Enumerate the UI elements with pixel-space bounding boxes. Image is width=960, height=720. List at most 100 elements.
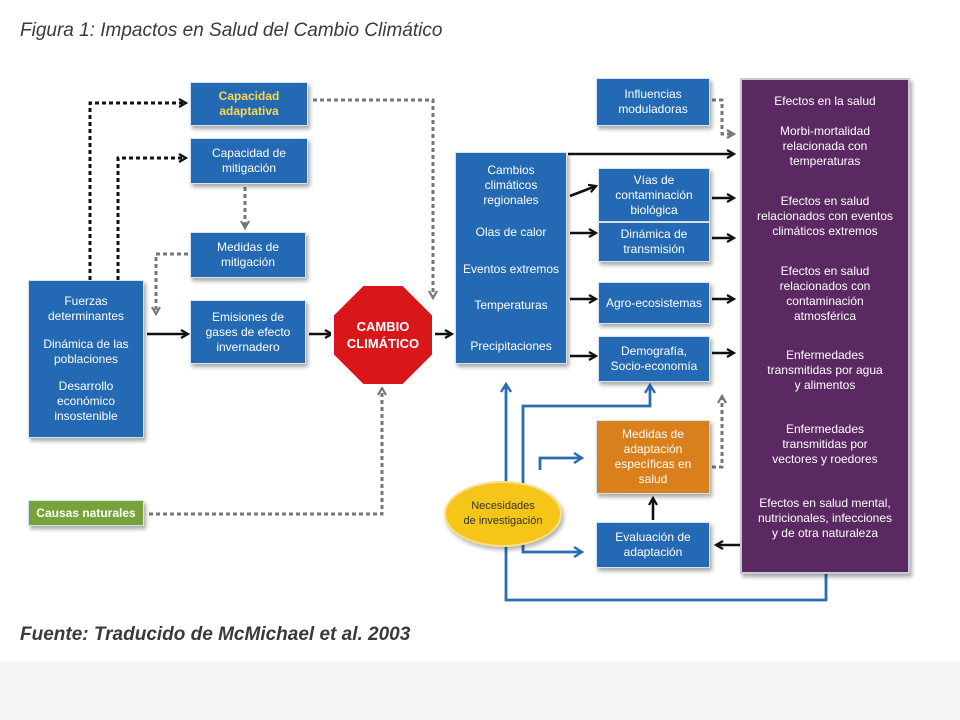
temperaturas-label: Temperaturas [474, 298, 548, 312]
arrow-fuerzas-capacidad-mitigacion [116, 158, 186, 280]
arrow-causas-cambio [149, 388, 382, 516]
evaluacion-line1: Evaluación de [615, 530, 691, 544]
efecto-mental-line2: nutricionales, infecciones [757, 511, 893, 525]
efecto-contaminacion-line3: contaminación [786, 294, 864, 308]
fuerzas-box: Fuerzas determinantes Dinámica de las po… [28, 280, 144, 438]
efecto-eventos-line3: climáticos extremos [772, 224, 878, 238]
efecto-eventos-line1: Efectos en salud [780, 194, 870, 208]
necesidades-line1: Necesidades [471, 500, 535, 512]
fuerzas-determinantes: Fuerzas determinantes [48, 294, 124, 324]
efecto-agua-line1: Enfermedades [785, 348, 865, 362]
medidas-adaptacion-box: Medidas de adaptación específicas en sal… [596, 420, 710, 494]
desarrollo-line1: Desarrollo [58, 379, 114, 394]
demografia-line1: Demografía, [620, 344, 688, 358]
capacidad-mitigacion-line1: Capacidad de [211, 146, 287, 160]
efecto-vectores-line3: vectores y roedores [772, 452, 878, 466]
medidas-adaptacion-line4: salud [638, 472, 668, 486]
cambios-regionales-box: Cambios climáticos regionales Olas de ca… [455, 152, 567, 364]
efecto-eventos-extremos: Efectos en salud relacionados con evento… [742, 194, 908, 239]
efecto-mental: Efectos en salud mental, nutricionales, … [742, 496, 908, 541]
emisiones-line2: gases de efecto [205, 324, 291, 339]
desarrollo-line3: insostenible [54, 409, 118, 424]
vias-contaminacion-box: Vías de contaminación biológica [598, 168, 710, 222]
efecto-contaminacion: Efectos en salud relacionados con contam… [742, 264, 908, 324]
cambio-climatico-line2: CLIMÁTICO [346, 336, 420, 351]
medidas-mitigacion-line2: mitigación [220, 255, 276, 269]
agroecosistemas-label: Agro-ecosistemas [605, 295, 703, 310]
dinamica-poblaciones-line2: poblaciones [53, 351, 119, 366]
cambios-regionales-line2: climáticos [484, 178, 538, 192]
dinamica-transmision-line2: transmisión [623, 242, 685, 256]
desarrollo-line2: económico [56, 394, 116, 409]
bottom-band [0, 662, 960, 720]
efecto-contaminacion-line4: atmosférica [793, 309, 857, 323]
efecto-temperaturas-line1: Morbi-mortalidad [779, 124, 871, 138]
olas-calor-label: Olas de calor [475, 225, 547, 239]
figure-source: Fuente: Traducido de McMichael et al. 20… [20, 624, 411, 645]
arrow-medidas-adaptacion-efectos [712, 396, 722, 469]
cambios-regionales-header: Cambios climáticos regionales [456, 163, 566, 208]
agroecosistemas-box: Agro-ecosistemas [598, 282, 710, 324]
vias-line3: biológica [630, 202, 678, 217]
efecto-vectores: Enfermedades transmitidas por vectores y… [742, 422, 908, 467]
cambio-climatico-line1: CAMBIO [356, 319, 410, 334]
cambios-regionales-line3: regionales [483, 193, 539, 207]
medidas-mitigacion-box: Medidas de mitigación [190, 232, 306, 278]
medidas-mitigacion-line1: Medidas de [216, 240, 280, 254]
demografia-box: Demografía, Socio-economía [598, 336, 710, 382]
capacidad-mitigacion-line2: mitigación [221, 161, 277, 175]
demografia-line2: Socio-economía [610, 359, 698, 373]
influencias-line2: moduladoras [618, 102, 688, 116]
cambio-climatico-stop-sign: CAMBIO CLIMÁTICO [334, 286, 432, 384]
arrow-necesidades-medidas-adaptacion [538, 458, 582, 470]
emisiones-line3: invernadero [216, 339, 280, 354]
eventos-extremos-label: Eventos extremos [462, 262, 560, 276]
causas-naturales-label: Causas naturales [36, 505, 136, 520]
dinamica-transmision-box: Dinámica de transmisión [598, 222, 710, 262]
arrow-influencias-efectos [712, 98, 734, 134]
arrow-necesidades-evaluacion [521, 544, 582, 552]
emisiones-line1: Emisiones de [211, 309, 285, 324]
capacidad-adaptativa-line2: adaptativa [219, 104, 279, 118]
evaluacion-box: Evaluación de adaptación [596, 522, 710, 568]
efectos-salud-box: Efectos en la salud Morbi-mortalidad rel… [740, 78, 910, 574]
arrow-medidas-emisiones [156, 252, 188, 314]
arrow-capacidad-adaptativa-cambio [313, 98, 433, 298]
efecto-vectores-line1: Enfermedades [785, 422, 865, 436]
influencias-box: Influencias moduladoras [596, 78, 710, 126]
desarrollo-economico: Desarrollo económico insostenible [54, 379, 117, 424]
efecto-mental-line3: y de otra naturaleza [771, 526, 879, 540]
arrow-necesidades-demografia [521, 385, 650, 484]
efecto-temperaturas-line3: temperaturas [789, 154, 861, 168]
medidas-adaptacion-line1: Medidas de [621, 427, 685, 441]
efecto-mental-line1: Efectos en salud mental, [759, 496, 891, 510]
cambios-regionales-line1: Cambios [487, 163, 535, 177]
efecto-agua-alimentos: Enfermedades transmitidas por agua y ali… [742, 348, 908, 393]
causas-naturales-box: Causas naturales [28, 500, 144, 526]
efecto-temperaturas-line2: relacionada con [782, 139, 868, 153]
necesidades-investigacion-ellipse: Necesidades de investigación [444, 481, 562, 547]
efecto-contaminacion-line1: Efectos en salud [780, 264, 870, 278]
dinamica-poblaciones-line1: Dinámica de las [43, 336, 129, 351]
vias-line2: contaminación [615, 187, 693, 202]
vias-line1: Vías de [633, 172, 675, 187]
arrow-necesidades-efectos [504, 545, 826, 602]
efecto-contaminacion-line2: relacionados con [779, 279, 871, 293]
efecto-agua-line2: transmitidas por agua [767, 363, 883, 377]
dinamica-poblaciones: Dinámica de las poblaciones [43, 337, 128, 367]
medidas-adaptacion-line2: adaptación [623, 442, 683, 456]
evaluacion-line2: adaptación [623, 545, 683, 559]
dinamica-transmision-line1: Dinámica de [620, 227, 688, 241]
efecto-eventos-line2: relacionados con eventos [756, 209, 894, 223]
necesidades-line2: de investigación [463, 515, 543, 527]
fuerzas-line1: Fuerzas [64, 293, 108, 308]
arrow-fuerzas-capacidad-adaptativa [88, 103, 186, 280]
capacidad-adaptativa-box: Capacidad adaptativa [190, 82, 308, 126]
efecto-agua-line3: y alimentos [794, 378, 856, 392]
capacidad-mitigacion-box: Capacidad de mitigación [190, 138, 308, 184]
precipitaciones-label: Precipitaciones [470, 339, 552, 353]
influencias-line1: Influencias [624, 87, 682, 101]
medidas-adaptacion-line3: específicas en [614, 457, 692, 471]
capacidad-adaptativa-line1: Capacidad [218, 89, 280, 103]
